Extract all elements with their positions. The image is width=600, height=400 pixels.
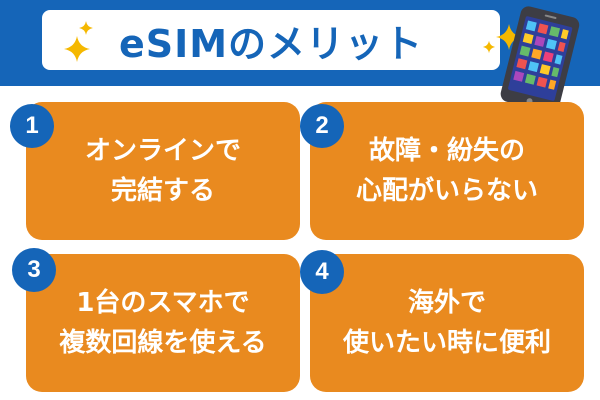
- benefit-card-1: オンラインで 完結する: [26, 102, 300, 240]
- number-badge-4: 4: [300, 250, 344, 294]
- number-badge-3: 3: [12, 248, 56, 292]
- card-2-line-1: 故障・紛失の: [368, 136, 525, 166]
- card-1-line-1: オンラインで: [84, 136, 241, 166]
- card-3-line-1: 1台のスマホで: [76, 288, 250, 318]
- smartphone-icon: [500, 6, 580, 113]
- small-sparkle-icon: [482, 40, 496, 54]
- benefit-card-4: 海外で 使いたい時に便利: [310, 254, 584, 392]
- card-4-line-2: 使いたい時に便利: [342, 328, 551, 358]
- small-sparkle-icon: [79, 21, 93, 35]
- card-4-line-1: 海外で: [407, 288, 486, 318]
- benefit-card-2: 故障・紛失の 心配がいらない: [310, 102, 584, 240]
- card-1-line-2: 完結する: [110, 176, 215, 206]
- number-badge-2: 2: [300, 104, 344, 148]
- card-3-line-2: 複数回線を使える: [59, 328, 267, 358]
- benefit-card-3: 1台のスマホで 複数回線を使える: [26, 254, 300, 392]
- card-2-line-2: 心配がいらない: [355, 176, 538, 206]
- page-title: eSIMのメリット: [118, 21, 424, 66]
- sparkle-icon: [64, 36, 90, 62]
- title-box: eSIMのメリット: [42, 10, 500, 70]
- sparkle-icon: [496, 24, 522, 50]
- number-badge-1: 1: [10, 104, 54, 148]
